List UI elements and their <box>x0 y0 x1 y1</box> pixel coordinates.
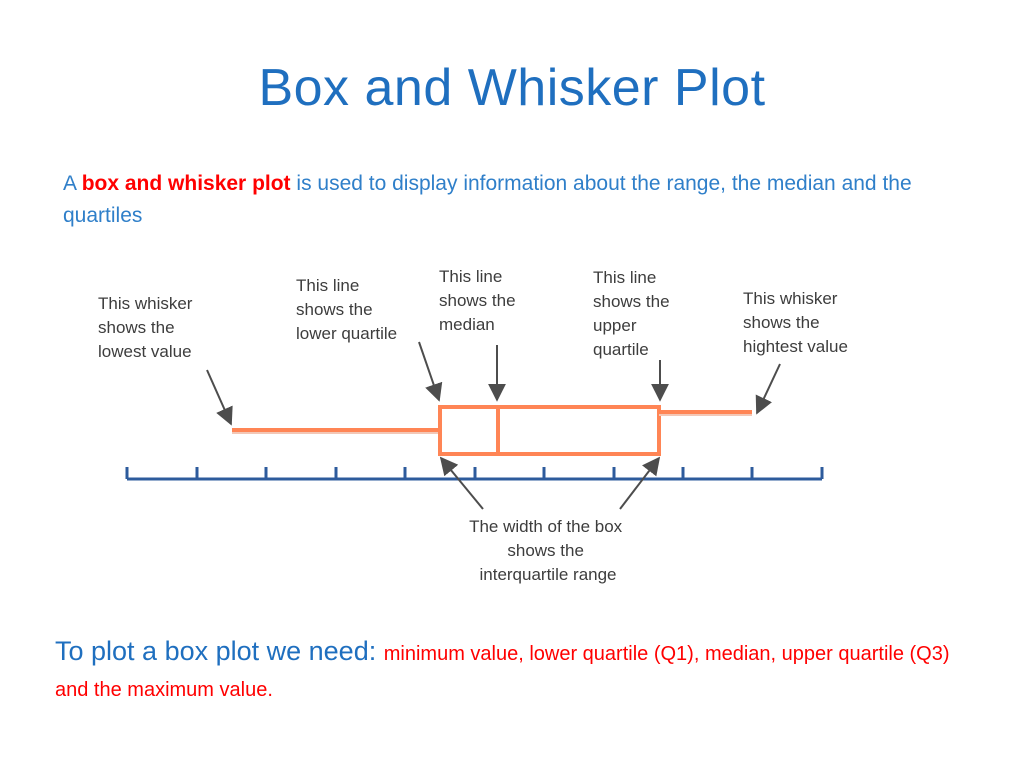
median-label-line: shows the <box>439 291 516 310</box>
lowest-value-label: This whisker shows the lowest value <box>98 294 197 361</box>
median-label: This line shows the median <box>439 267 520 334</box>
upper-quartile-label: This line shows the upper quartile <box>593 268 674 359</box>
box-plot-requirements: To plot a box plot we need: minimum valu… <box>55 634 955 709</box>
annotation-arrows <box>206 341 781 510</box>
lower-quartile-label-line: This line <box>296 276 359 295</box>
intro-text: A box and whisker plot is used to displa… <box>63 168 963 232</box>
requirements-detail: minimum value, lower quartile (Q1), medi… <box>55 643 950 701</box>
interquartile-range-label-line: The width of the box <box>469 517 623 536</box>
interquartile-range-label-line: shows the <box>507 541 584 560</box>
requirements-lead: To plot a box plot we need: <box>55 636 384 666</box>
lowest-value-label-line: This whisker <box>98 294 193 313</box>
lowest-value-arrow <box>206 369 233 426</box>
interquartile-right-arrow <box>619 456 661 510</box>
number-line <box>125 467 824 481</box>
box-plot <box>232 405 752 456</box>
slide-title: Box and Whisker Plot <box>258 59 766 117</box>
annotation-labels: This whisker shows the lowest value This… <box>98 267 848 584</box>
upper-quartile-label-line: shows the <box>593 292 670 311</box>
highest-value-label-line: This whisker <box>743 289 838 308</box>
intro-suffix: is used to display information about the… <box>63 172 912 227</box>
lowest-value-label-line: lowest value <box>98 342 192 361</box>
lower-quartile-arrow <box>418 341 443 402</box>
quartile-box <box>438 405 661 456</box>
intro-prefix: A <box>63 172 82 195</box>
highest-value-label-line: shows the <box>743 313 820 332</box>
highest-value-label: This whisker shows the hightest value <box>743 289 848 356</box>
intro-highlight: box and whisker plot <box>81 172 291 195</box>
highest-value-arrow <box>755 363 781 415</box>
lowest-value-label-line: shows the <box>98 318 175 337</box>
lower-quartile-label: This line shows the lower quartile <box>296 276 397 343</box>
upper-quartile-label-line: upper <box>593 316 637 335</box>
highest-value-label-line: hightest value <box>743 337 848 356</box>
interquartile-range-label: The width of the box shows the interquar… <box>469 517 627 584</box>
lower-quartile-label-line: shows the <box>296 300 373 319</box>
interquartile-left-arrow <box>439 456 484 510</box>
median-label-line: This line <box>439 267 502 286</box>
upper-quartile-label-line: This line <box>593 268 656 287</box>
lower-quartile-label-line: lower quartile <box>296 324 397 343</box>
median-label-line: median <box>439 315 495 334</box>
interquartile-range-label-line: interquartile range <box>479 565 616 584</box>
upper-quartile-label-line: quartile <box>593 340 649 359</box>
